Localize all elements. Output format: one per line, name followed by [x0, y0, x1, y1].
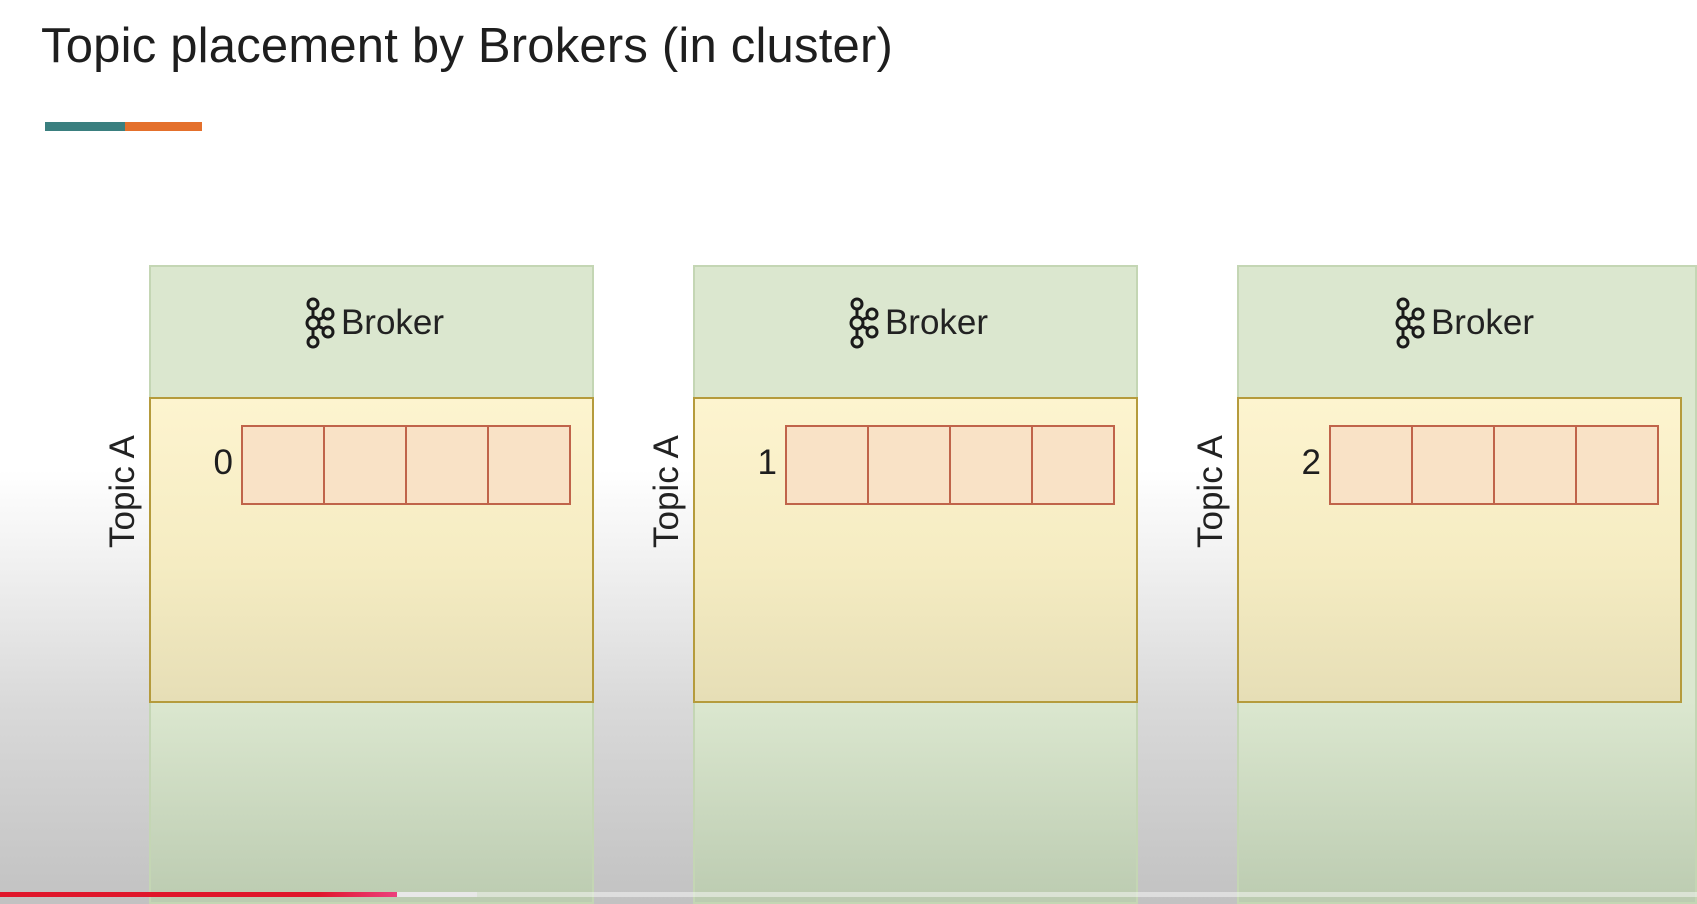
broker-label: Broker — [1430, 303, 1535, 342]
partition-cell — [323, 427, 405, 503]
broker-header: Broker — [695, 297, 1136, 349]
broker-panel: Broker 1 — [693, 265, 1138, 904]
partition-cell — [405, 427, 487, 503]
kafka-icon — [1395, 297, 1425, 349]
topic-label: Topic A — [647, 435, 686, 548]
broker-label: Broker — [884, 303, 989, 342]
broker-header: Broker — [1239, 297, 1684, 349]
partition-cell — [1411, 427, 1493, 503]
partition-number: 2 — [1301, 443, 1321, 482]
partition-cell — [1331, 427, 1411, 503]
broker-panel: Broker 0 — [149, 265, 594, 904]
accent-bar-teal — [45, 122, 125, 131]
broker-panel: Broker 2 — [1237, 265, 1697, 904]
topic-box: 0 — [149, 397, 594, 703]
topic-box: 2 — [1237, 397, 1682, 703]
partition-cell — [1493, 427, 1575, 503]
partition-number: 1 — [757, 443, 777, 482]
title-accent-bar — [45, 122, 202, 131]
partition-number: 0 — [213, 443, 233, 482]
kafka-icon — [849, 297, 879, 349]
partition-cell — [867, 427, 949, 503]
accent-bar-orange — [125, 122, 202, 131]
video-progress-played — [0, 892, 398, 897]
video-progress-bar[interactable] — [0, 892, 1697, 897]
partition-cell — [1031, 427, 1113, 503]
partition-log — [1329, 425, 1659, 505]
broker-shade — [695, 702, 1136, 902]
broker-shade — [151, 702, 592, 902]
partition-cell — [243, 427, 323, 503]
topic-box: 1 — [693, 397, 1138, 703]
broker-header: Broker — [151, 297, 592, 349]
partition-log — [241, 425, 571, 505]
partition-cell — [949, 427, 1031, 503]
topic-label: Topic A — [103, 435, 142, 548]
topic-label: Topic A — [1191, 435, 1230, 548]
kafka-icon — [305, 297, 335, 349]
partition-log — [785, 425, 1115, 505]
partition-cell — [487, 427, 569, 503]
slide-title: Topic placement by Brokers (in cluster) — [41, 19, 893, 73]
partition-cell — [787, 427, 867, 503]
broker-label: Broker — [340, 303, 445, 342]
broker-shade — [1239, 702, 1695, 902]
partition-cell — [1575, 427, 1657, 503]
